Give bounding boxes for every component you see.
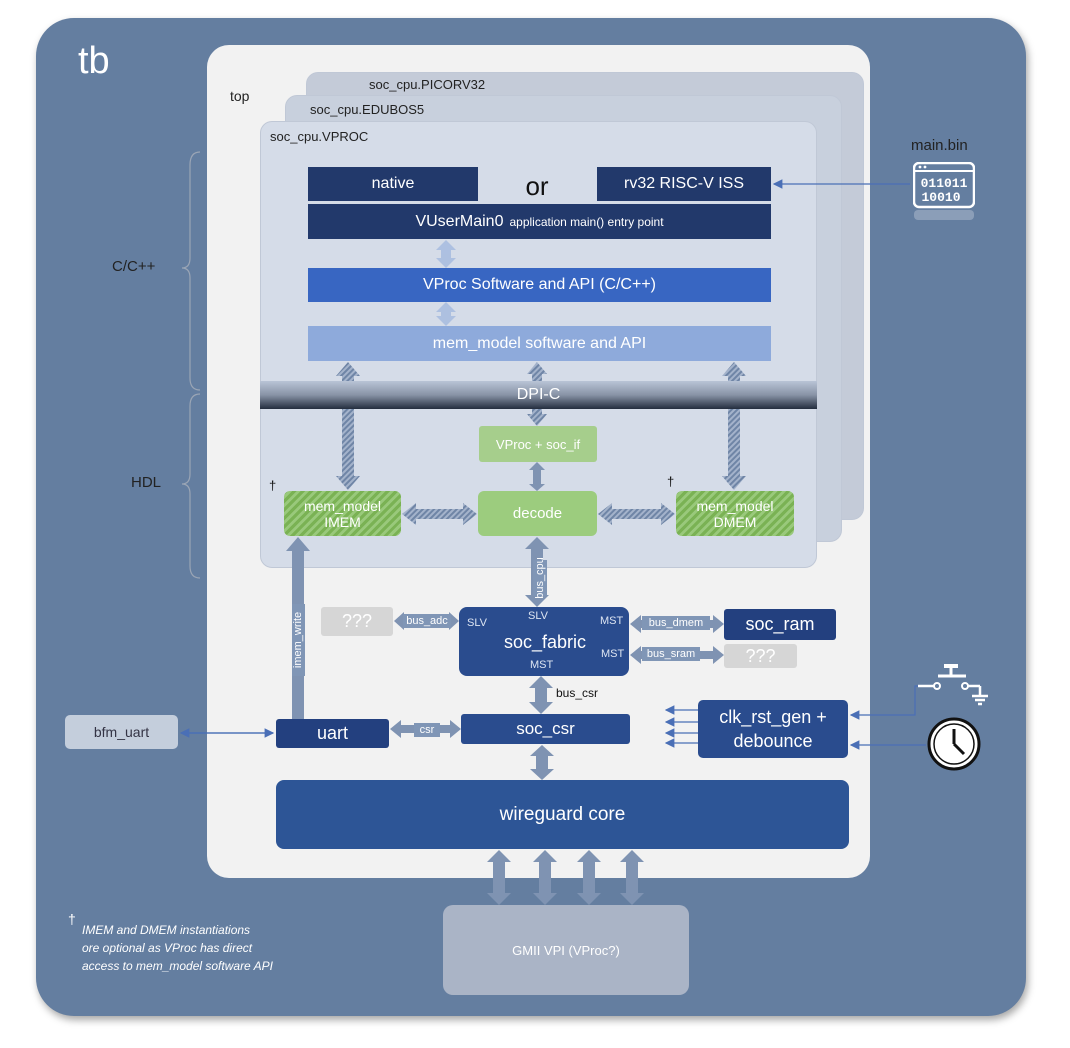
bus-adc-label: bus_adc (403, 614, 451, 628)
cpu-label-edubos5: soc_cpu.EDUBOS5 (310, 102, 425, 117)
footnote-line3: access to mem_model software API (82, 959, 273, 973)
vusermain-subtitle: application main() entry point (509, 214, 664, 229)
riscv-iss-box: rv32 RISC-V ISS (597, 167, 771, 201)
memmodel-software-box: mem_model software and API (308, 326, 771, 361)
footnote: IMEM and DMEM instantiations ore optiona… (82, 921, 273, 975)
cpu-label-vproc: soc_cpu.VPROC (270, 129, 369, 144)
top-label: top (230, 88, 250, 104)
decode-box: decode (478, 491, 597, 536)
wireguard-core-box: wireguard core (276, 780, 849, 849)
clk-rst-gen-box: clk_rst_gen + debounce (698, 700, 848, 758)
soc-fabric-label: soc_fabric (503, 632, 587, 652)
imem-box: mem_model IMEM (284, 491, 401, 536)
cpu-label-picorv32: soc_cpu.PICORV32 (369, 77, 486, 92)
bus-dmem-label: bus_dmem (642, 616, 710, 630)
vproc-software-box: VProc Software and API (C/C++) (308, 268, 771, 302)
gmii-vpi-box: GMII VPI (VProc?) (443, 905, 689, 995)
fabric-mst-right-bottom: MST (601, 648, 625, 660)
imem-line1: mem_model (303, 497, 382, 514)
bfm-uart-box: bfm_uart (65, 715, 178, 749)
mainbin-label: main.bin (911, 137, 968, 154)
unknown-block-2: ??? (724, 644, 797, 668)
note-dagger: † (68, 911, 76, 927)
footnote-line2: ore optional as VProc has direct (82, 941, 253, 955)
c-cpp-label: C/C++ (112, 258, 156, 275)
unknown-block-1: ??? (321, 607, 393, 636)
fabric-slv-top: SLV (528, 610, 548, 622)
bits-line1: 011011 (921, 176, 968, 191)
bus-cpu-label: bus_cpu (534, 557, 546, 599)
bus-sram-label: bus_sram (642, 647, 700, 661)
fabric-slv-left: SLV (467, 617, 487, 629)
dmem-line2: DMEM (713, 513, 757, 530)
fabric-mst-bottom: MST (530, 659, 554, 671)
imem-dagger: † (269, 478, 277, 493)
imem-write-label: imem_write (292, 611, 305, 669)
clk-rst-line1: clk_rst_gen + (719, 707, 827, 727)
bits-line2: 10010 (921, 190, 960, 205)
soc-csr-box: soc_csr (461, 714, 630, 744)
push-button-icon (918, 662, 990, 708)
imem-line2: IMEM (324, 513, 361, 530)
bus-cpu-tag: bus_cpu (533, 557, 547, 599)
imem-write-tag: imem_write (292, 604, 305, 676)
or-text: or (525, 170, 549, 201)
vusermain-title: VUserMain0 (415, 212, 504, 230)
dmem-line1: mem_model (696, 497, 774, 514)
footnote-line1: IMEM and DMEM instantiations (82, 923, 251, 937)
native-box: native (308, 167, 478, 201)
dmem-dagger: † (667, 474, 675, 489)
hdl-label: HDL (131, 474, 162, 491)
fabric-mst-right-top: MST (600, 615, 624, 627)
dmem-box: mem_model DMEM (676, 491, 794, 536)
dpi-c-bar: DPI-C (260, 381, 817, 409)
tb-title: tb (78, 40, 110, 82)
uart-box: uart (276, 719, 389, 748)
soc-ram-box: soc_ram (724, 609, 836, 640)
soc-fabric-box (459, 607, 629, 676)
binary-file-icon: 011011 10010 (912, 161, 976, 220)
sw-link-arrows (436, 240, 456, 326)
clk-rst-line2: debounce (733, 731, 813, 751)
vusermain-box: VUserMain0 application main() entry poin… (308, 204, 771, 239)
vproc-soc-if-box: VProc + soc_if (479, 426, 597, 462)
clock-icon (927, 717, 981, 771)
csr-label: csr (414, 723, 440, 737)
bus-csr-label: bus_csr (556, 686, 599, 700)
